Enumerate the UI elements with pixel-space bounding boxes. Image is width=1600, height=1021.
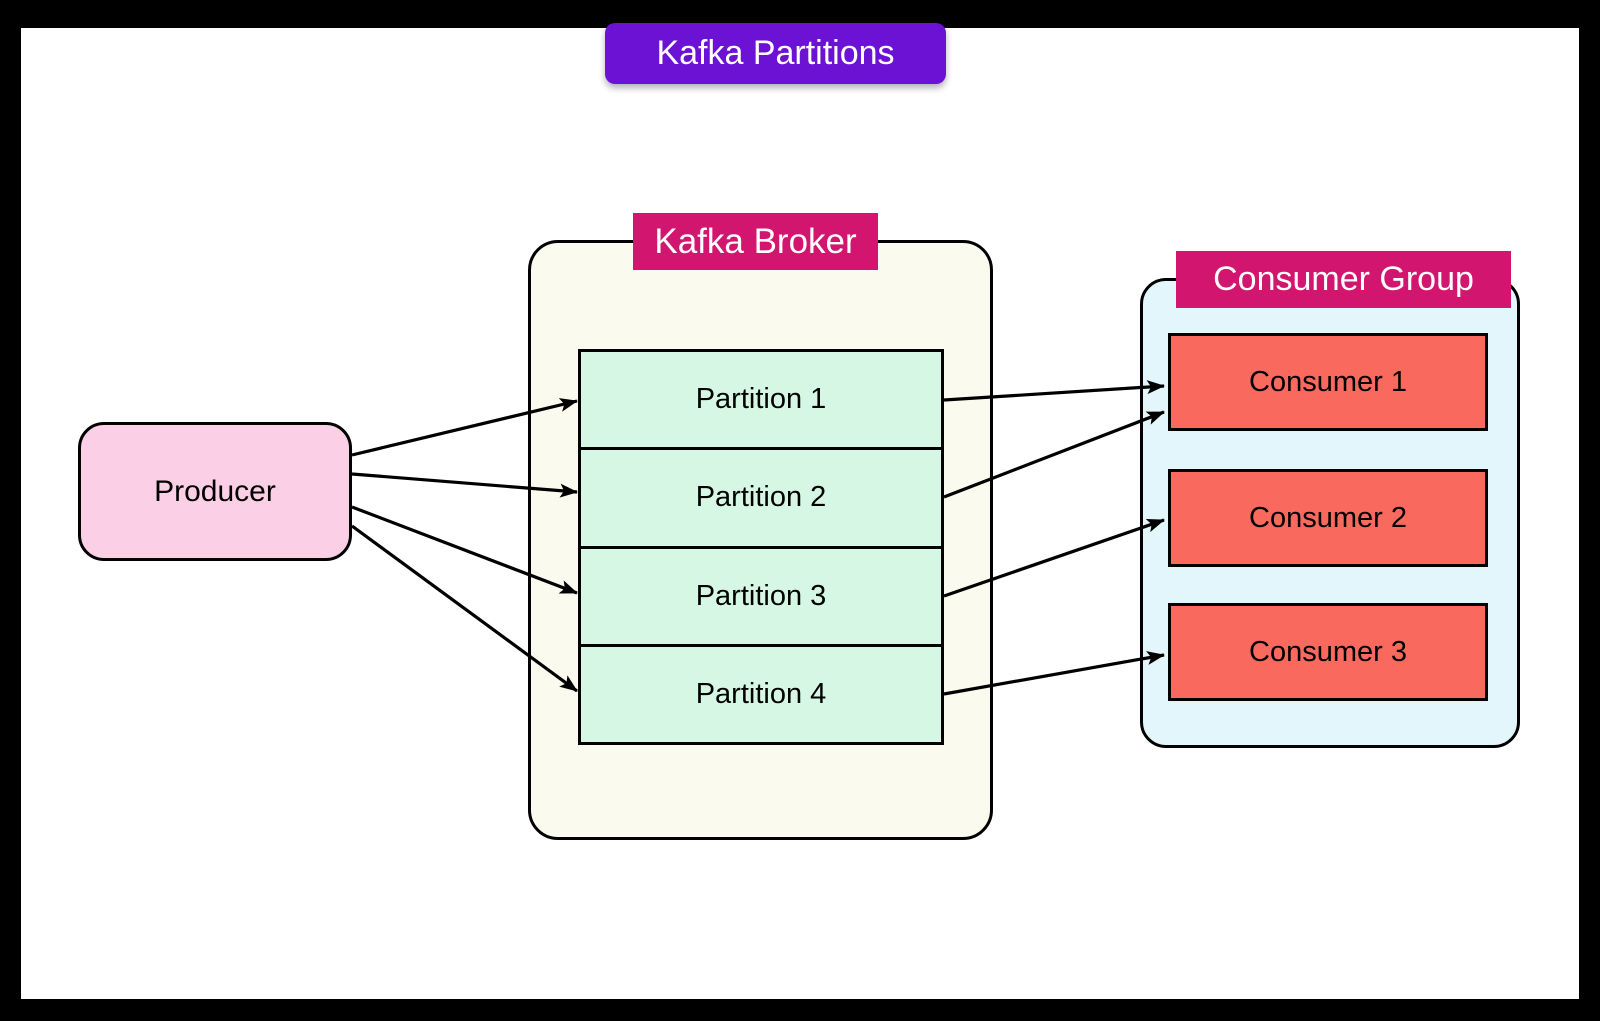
consumer-node-1: Consumer 1 [1168,333,1488,431]
consumer-node-3: Consumer 3 [1168,603,1488,701]
partition-node-2: Partition 2 [581,447,941,546]
partition-node-4: Partition 4 [581,643,941,742]
producer-node: Producer [78,422,352,561]
partition-stack: Partition 1 Partition 2 Partition 3 Part… [578,349,944,745]
partition-node-1: Partition 1 [581,352,941,448]
consumer-node-2: Consumer 2 [1168,469,1488,567]
consumer-group-label: Consumer Group [1176,251,1511,308]
partition-node-3: Partition 3 [581,545,941,644]
broker-label: Kafka Broker [633,213,878,270]
diagram-title: Kafka Partitions [605,23,946,84]
